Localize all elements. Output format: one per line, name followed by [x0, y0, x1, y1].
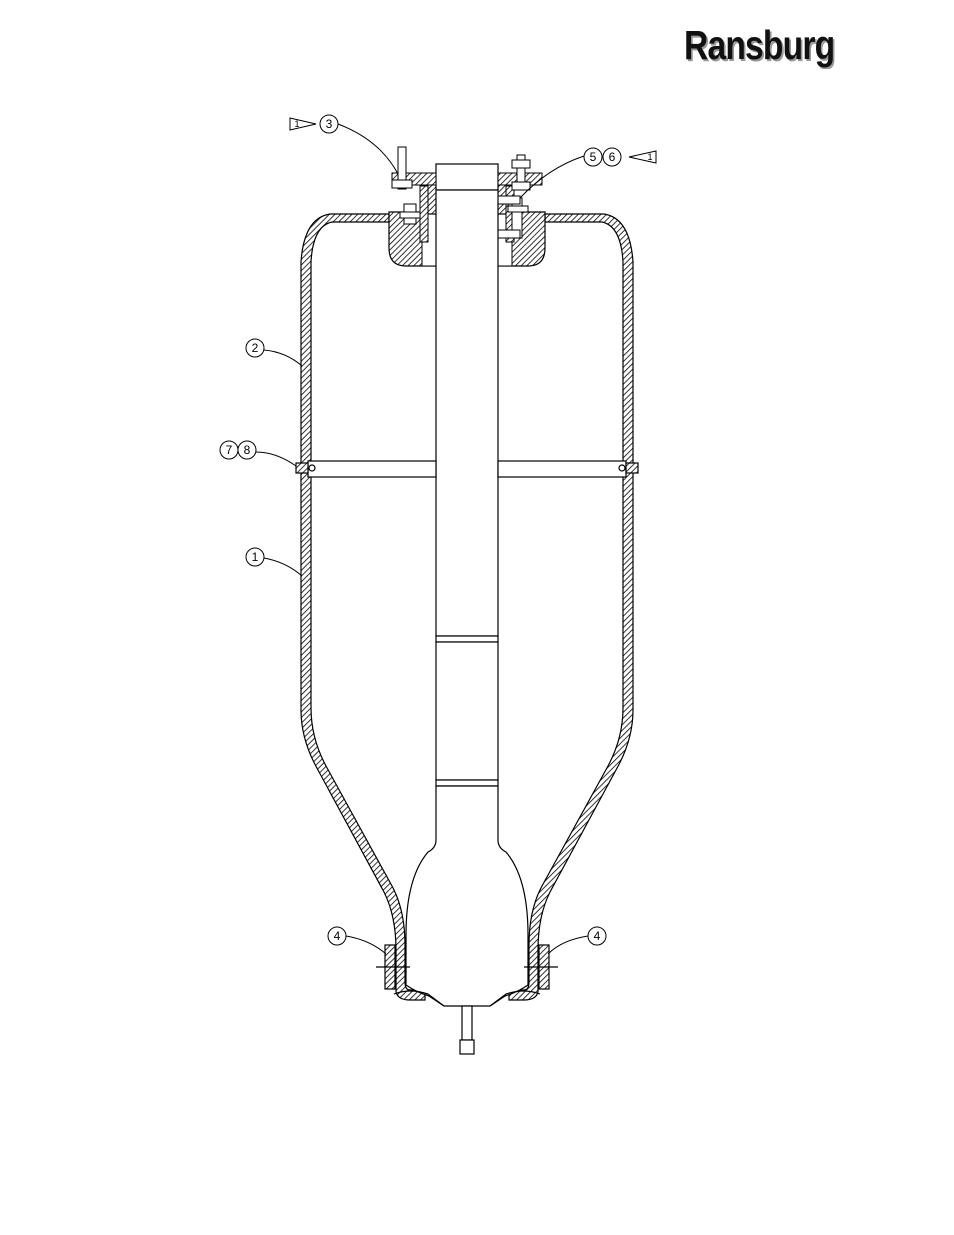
callout-6: 6 — [603, 148, 621, 166]
callout-4-left: 4 — [328, 927, 346, 945]
note-flag-left: 1 — [290, 118, 316, 130]
svg-text:2: 2 — [252, 341, 259, 355]
callout-1: 1 — [246, 548, 264, 566]
svg-text:1: 1 — [252, 550, 259, 564]
svg-text:1: 1 — [647, 152, 652, 162]
callout-8: 8 — [238, 441, 256, 459]
svg-text:4: 4 — [594, 929, 601, 943]
svg-text:5: 5 — [590, 150, 597, 164]
callout-3: 3 — [320, 115, 338, 133]
callout-4-right: 4 — [588, 927, 606, 945]
center-tube — [394, 190, 540, 1054]
svg-text:6: 6 — [609, 150, 616, 164]
svg-text:4: 4 — [334, 929, 341, 943]
svg-text:8: 8 — [244, 443, 251, 457]
note-flag-right: 1 — [629, 151, 656, 163]
svg-text:7: 7 — [226, 443, 233, 457]
svg-text:1: 1 — [294, 119, 299, 129]
callout-5: 5 — [584, 148, 602, 166]
svg-text:3: 3 — [326, 117, 333, 131]
callout-7: 7 — [220, 441, 238, 459]
callout-2: 2 — [246, 339, 264, 357]
